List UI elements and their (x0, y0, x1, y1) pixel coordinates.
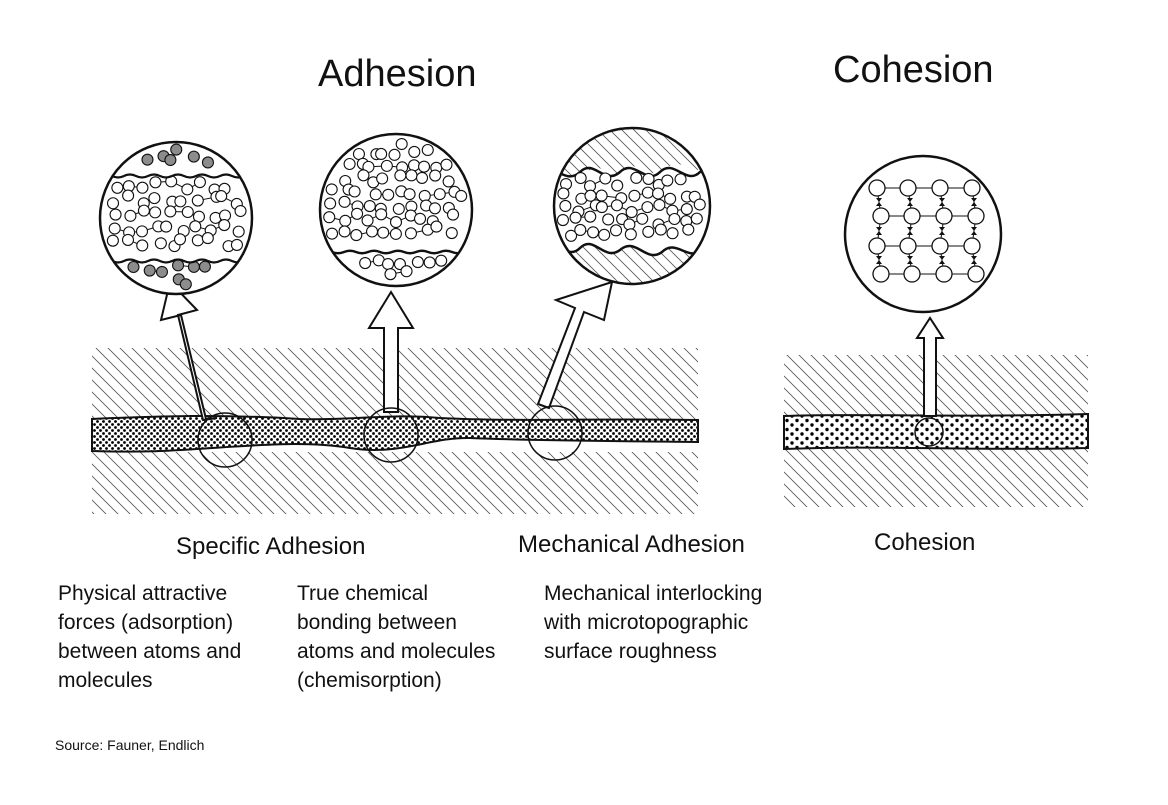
chemical-bonding-description: True chemical bonding between atoms and … (297, 582, 496, 692)
mechanical-interlocking-description: Mechanical interlocking with microtopogr… (544, 582, 763, 663)
interface-markers (197, 405, 944, 468)
magnified-view-chemical (318, 132, 474, 288)
cohesion-heading: Cohesion (833, 49, 994, 91)
adhesion-heading: Adhesion (318, 53, 477, 95)
adhesive-layer (91, 414, 699, 453)
interface-circle-mechanical (527, 405, 583, 461)
arrow-cohesion (915, 316, 945, 417)
interface-circle-chemical (363, 407, 419, 463)
specific-adhesion-label: Specific Adhesion (176, 533, 366, 560)
mechanical-adhesion-label: Mechanical Adhesion (518, 531, 745, 558)
magnified-view-cohesion (843, 154, 1003, 314)
arrow-chemical (367, 290, 415, 413)
arrow-mechanical (536, 280, 614, 410)
physical-adsorption-description: Physical attractive forces (adsorption) … (58, 582, 242, 692)
interface-circle-cohesion (914, 417, 944, 447)
cohesion-label: Cohesion (874, 529, 976, 556)
source-note: Source: Fauner, Endlich (55, 737, 205, 753)
interface-circle-physical (197, 412, 253, 468)
magnified-view-physical (98, 140, 254, 296)
cohesion-lower-hatched (784, 449, 1088, 507)
magnified-view-mechanical (552, 126, 712, 286)
cohesion-adhesive-layer (783, 412, 1089, 451)
